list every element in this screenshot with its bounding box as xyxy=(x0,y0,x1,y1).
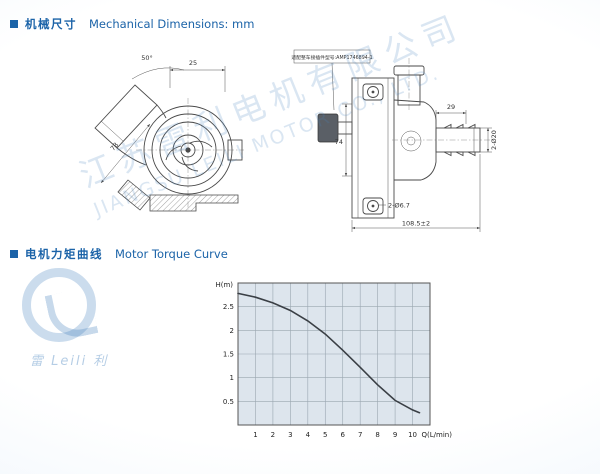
svg-text:10: 10 xyxy=(408,431,417,439)
dim-74: 74 xyxy=(335,103,352,177)
dim-74-label: 74 xyxy=(335,138,343,146)
svg-text:1: 1 xyxy=(230,374,234,382)
pump-front-view: 25 50° 78 xyxy=(94,54,244,212)
mechanical-dimensions-drawing: 25 50° 78 适配整车接插件型号:AMP1746894-1 xyxy=(94,49,498,232)
mech-heading-zh: 机械尺寸 xyxy=(25,17,77,31)
svg-text:7: 7 xyxy=(358,431,362,439)
section-bullet-icon xyxy=(10,20,18,28)
svg-text:5: 5 xyxy=(323,431,327,439)
dim-29-label: 29 xyxy=(447,103,455,111)
svg-text:Q(L/min): Q(L/min) xyxy=(422,431,453,439)
pump-side-view: 适配整车接插件型号:AMP1746894-1 xyxy=(291,49,498,232)
dim-108-5: 108.5±2 xyxy=(351,154,481,232)
svg-text:1.5: 1.5 xyxy=(223,351,234,359)
dim-50deg-label: 50° xyxy=(141,54,153,62)
svg-text:0.5: 0.5 xyxy=(223,398,234,406)
dim-108-5-label: 108.5±2 xyxy=(402,220,430,228)
svg-text:3: 3 xyxy=(288,431,292,439)
dim-78-label: 78 xyxy=(109,141,120,152)
connector-spec-label: 适配整车接插件型号:AMP1746894-1 xyxy=(291,54,372,61)
leili-logo-watermark: 雷 Leili 利 xyxy=(22,268,106,369)
motor-torque-curve-heading: 电机力矩曲线 Motor Torque Curve xyxy=(10,246,228,262)
torque-heading-en: Motor Torque Curve xyxy=(115,247,228,261)
dim-2d20: 2-Ø20 xyxy=(480,127,498,153)
section-bullet-icon xyxy=(10,250,18,258)
dim-2d20-label: 2-Ø20 xyxy=(490,130,498,150)
svg-text:H(m): H(m) xyxy=(215,281,233,289)
dim-78: 78 xyxy=(100,123,151,184)
mech-heading-en: Mechanical Dimensions: mm xyxy=(89,17,255,31)
svg-text:8: 8 xyxy=(375,431,379,439)
dim-2d6-7: 2-Ø6.7 xyxy=(379,202,410,210)
dim-29: 29 xyxy=(435,103,467,124)
svg-text:2: 2 xyxy=(271,431,275,439)
logo-swoosh-icon xyxy=(44,286,99,343)
logo-caption: 雷 Leili 利 xyxy=(30,354,109,369)
svg-text:4: 4 xyxy=(306,431,311,439)
mechanical-dimensions-heading: 机械尺寸 Mechanical Dimensions: mm xyxy=(10,16,254,32)
torque-chart: 1 2 3 4 5 6 7 8 9 10 0.5 1 1.5 2 2.5 H(m) Q(L/min) xyxy=(215,281,453,439)
svg-text:9: 9 xyxy=(393,431,397,439)
dim-25: 25 xyxy=(169,59,226,92)
dim-2d6-7-label: 2-Ø6.7 xyxy=(388,202,410,210)
svg-text:6: 6 xyxy=(340,431,345,439)
svg-text:1: 1 xyxy=(253,431,257,439)
svg-text:2.5: 2.5 xyxy=(223,303,234,311)
dim-50deg: 50° xyxy=(131,54,185,80)
dim-25-label: 25 xyxy=(189,59,197,67)
svg-text:2: 2 xyxy=(230,327,234,335)
torque-heading-zh: 电机力矩曲线 xyxy=(25,247,103,261)
logo-ring-icon xyxy=(22,268,99,343)
